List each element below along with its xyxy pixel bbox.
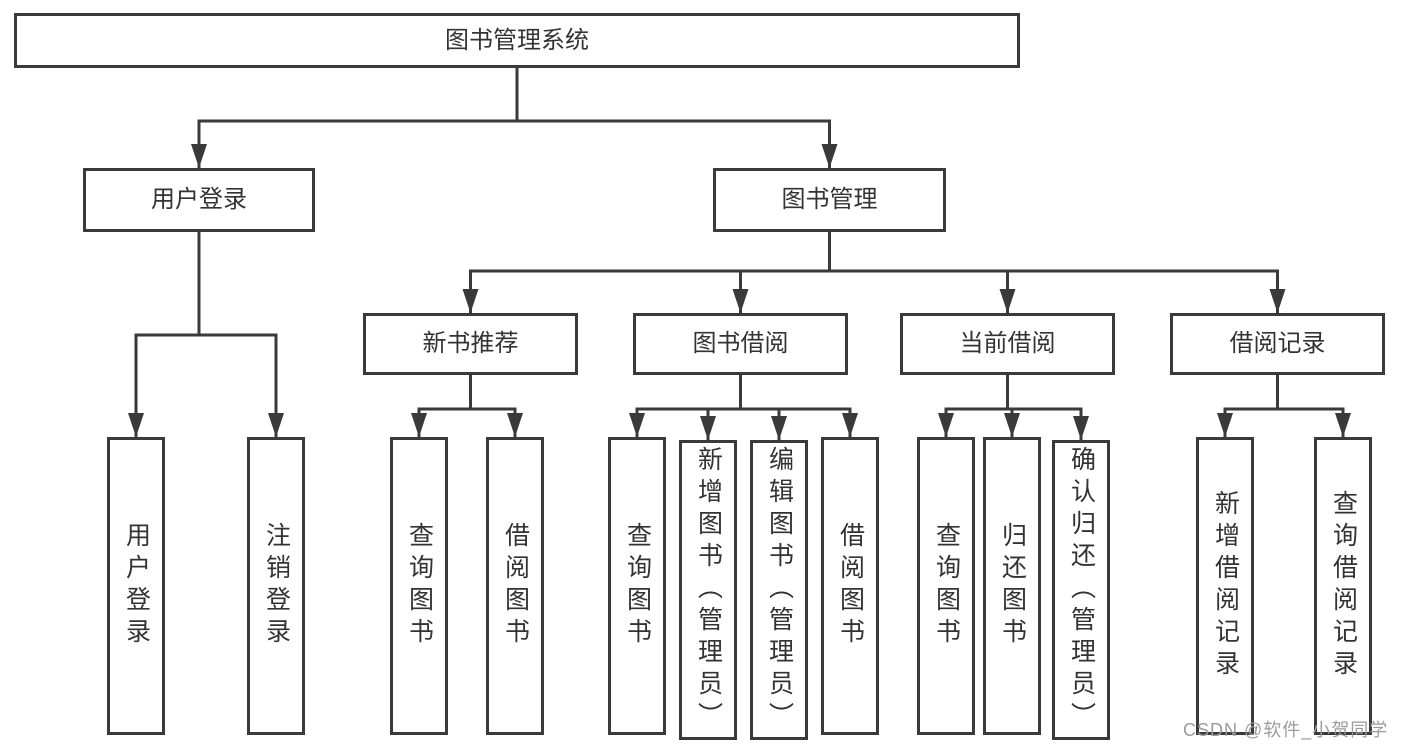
connector-root-to-level2 [191,66,838,170]
connector-new-book-recommend-children [411,373,523,439]
leaf-query-books-borrow-label: 查询图书 [623,522,652,650]
leaf-query-books-current: 查询图书 [917,437,975,735]
leaf-query-books-recommend-label: 查询图书 [405,522,434,650]
leaf-logout-label: 注销登录 [262,522,291,650]
connector-user-login-children [128,230,284,439]
leaf-query-books-current-label: 查询图书 [932,522,961,650]
node-user-login-label: 用户登录 [151,186,247,213]
leaf-query-books-borrow: 查询图书 [608,437,666,735]
leaf-add-book-admin-label: 新增图书（管理员） [694,446,723,734]
node-borrow-records: 借阅记录 [1170,313,1385,375]
watermark: CSDN @软件_小贺同学 [1183,720,1389,740]
leaf-return-books: 归还图书 [983,437,1041,735]
leaf-query-borrow-record: 查询借阅记录 [1314,437,1372,735]
node-current-borrow-label: 当前借阅 [959,330,1056,357]
node-current-borrow: 当前借阅 [900,313,1115,375]
leaf-edit-book-admin-label: 编辑图书（管理员） [765,446,794,734]
node-book-borrow-label: 图书借阅 [692,330,789,357]
leaf-confirm-return-admin-label: 确认归还（管理员） [1067,446,1096,734]
leaf-confirm-return-admin: 确认归还（管理员） [1052,440,1110,740]
connector-borrow-records-children [1217,373,1351,439]
leaf-borrow-books-recommend-label: 借阅图书 [501,522,530,650]
leaf-user-login-label: 用户登录 [122,522,151,650]
leaf-borrow-books-recommend: 借阅图书 [486,437,544,735]
leaf-borrow-books-label: 借阅图书 [836,522,865,650]
leaf-return-books-label: 归还图书 [998,522,1027,650]
node-book-management: 图书管理 [713,168,946,232]
leaf-add-book-admin: 新增图书（管理员） [679,440,737,740]
leaf-edit-book-admin: 编辑图书（管理员） [750,440,808,740]
leaf-add-borrow-record-label: 新增借阅记录 [1211,490,1240,682]
leaf-query-borrow-record-label: 查询借阅记录 [1329,490,1358,682]
node-borrow-records-label: 借阅记录 [1229,330,1326,357]
leaf-logout: 注销登录 [247,437,305,735]
leaf-add-borrow-record: 新增借阅记录 [1196,437,1254,735]
node-root: 图书管理系统 [14,13,1020,68]
leaf-user-login: 用户登录 [107,437,165,735]
connector-book-borrow-children [629,373,858,442]
connector-book-management-children [462,230,1286,315]
node-new-book-recommend-label: 新书推荐 [422,330,519,357]
connector-current-borrow-children [938,373,1089,442]
node-book-borrow: 图书借阅 [633,313,848,375]
leaf-borrow-books: 借阅图书 [821,437,879,735]
node-new-book-recommend: 新书推荐 [363,313,578,375]
node-book-management-label: 图书管理 [781,186,878,213]
node-root-label: 图书管理系统 [445,26,589,54]
node-user-login: 用户登录 [83,168,315,232]
leaf-query-books-recommend: 查询图书 [390,437,448,735]
